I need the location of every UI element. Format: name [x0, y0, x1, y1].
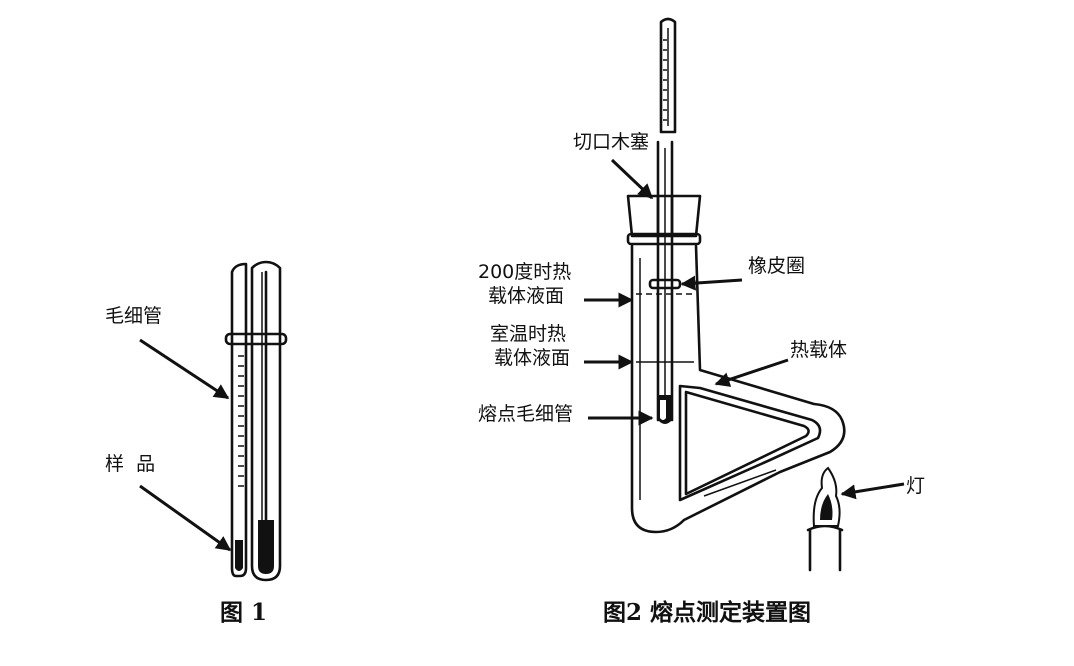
- lamp: [806, 466, 844, 572]
- label-capillary: 毛细管: [105, 305, 162, 327]
- figure1-caption: 图 1: [220, 599, 267, 626]
- label-cork: 切口木塞: [573, 131, 649, 153]
- figure2: 切口木塞 200度时热 载体液面 橡皮圈 室温时热 载体液面 热载体 熔点毛细管…: [478, 17, 925, 626]
- label-lamp: 灯: [906, 475, 925, 497]
- label-level-200-line1: 200度时热: [478, 261, 571, 283]
- thiele-tube: [626, 232, 846, 534]
- arrow-heat-carrier: [714, 358, 789, 387]
- label-heat-carrier: 热载体: [790, 339, 847, 361]
- arrow-capillary: [139, 338, 230, 400]
- figure2-caption: 图2 熔点测定装置图: [603, 599, 811, 626]
- thermometer-tube: [224, 260, 288, 582]
- arrow-sample: [139, 484, 232, 552]
- figure1: 毛细管 样 品 图 1: [105, 260, 288, 626]
- label-level-room-line2: 载体液面: [494, 347, 570, 369]
- arrow-rubber-ring: [680, 275, 743, 291]
- label-mp-capillary: 熔点毛细管: [478, 403, 573, 425]
- arrow-lamp: [840, 482, 905, 500]
- cork-stopper: [626, 194, 702, 238]
- arrow-cork: [610, 158, 654, 200]
- rubber-ring: [648, 278, 682, 290]
- label-level-room-line1: 室温时热: [490, 323, 566, 345]
- label-sample: 样 品: [105, 453, 155, 475]
- label-level-200-line2: 载体液面: [488, 285, 564, 307]
- label-rubber-ring: 橡皮圈: [748, 255, 805, 277]
- rubber-band: [224, 332, 288, 346]
